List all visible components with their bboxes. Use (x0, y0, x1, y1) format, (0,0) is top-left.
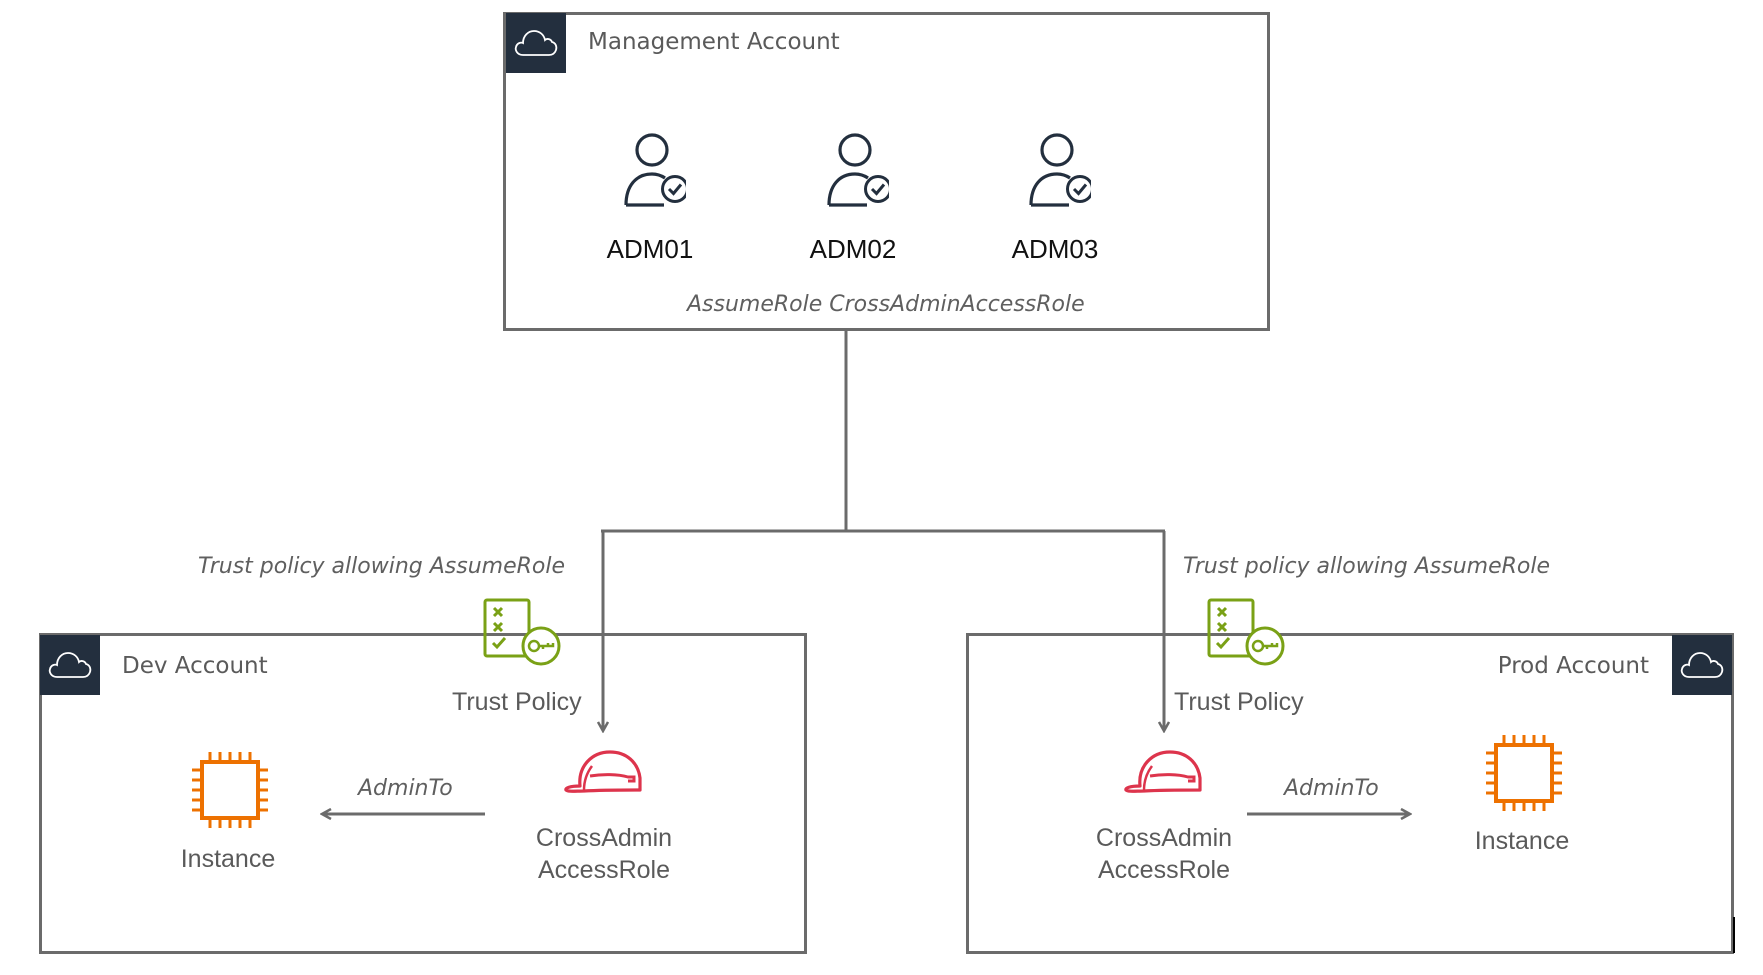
user-icon (827, 133, 889, 207)
ec2-instance-icon (1486, 735, 1562, 811)
dev-instance-label: Instance (180, 845, 276, 873)
dev-account-title: Dev Account (122, 653, 268, 679)
dev-trust-caption: Trust policy allowing AssumeRole (198, 554, 566, 579)
role-helmet-icon (1124, 750, 1202, 793)
role-label-line1: CrossAdmin (1095, 824, 1233, 852)
prod-trust-caption: Trust policy allowing AssumeRole (1183, 554, 1551, 579)
dev-role-label: CrossAdmin AccessRole (524, 822, 684, 886)
dev-adminto-label: AdminTo (358, 776, 453, 801)
user-label: ADM03 (1011, 234, 1099, 264)
dev-trust-policy-label: Trust Policy (452, 688, 582, 716)
user-icon (624, 133, 686, 207)
edge-artifact (1733, 917, 1735, 953)
trust-policy-icon (483, 598, 561, 666)
ec2-instance-icon (192, 752, 268, 828)
prod-role-label: CrossAdmin AccessRole (1084, 822, 1244, 886)
management-account-title: Management Account (588, 29, 840, 55)
user-label: ADM01 (606, 234, 694, 264)
management-account-tile (506, 13, 566, 73)
cloud-icon (514, 30, 558, 56)
user-label: ADM02 (809, 234, 897, 264)
dev-account-group (39, 633, 807, 954)
role-helmet-icon (564, 750, 642, 793)
management-account-group (503, 12, 1270, 331)
cloud-icon (48, 652, 92, 678)
prod-account-title: Prod Account (1497, 653, 1649, 679)
role-label-line2: AccessRole (538, 856, 670, 884)
trust-policy-icon (1207, 598, 1285, 666)
prod-account-tile (1672, 635, 1732, 695)
user-icon (1029, 133, 1091, 207)
prod-account-group (966, 633, 1734, 954)
prod-instance-label: Instance (1474, 827, 1570, 855)
role-label-line2: AccessRole (1098, 856, 1230, 884)
prod-adminto-label: AdminTo (1284, 776, 1379, 801)
role-label-line1: CrossAdmin (535, 824, 673, 852)
assume-role-label: AssumeRole CrossAdminAccessRole (687, 292, 1085, 317)
prod-trust-policy-label: Trust Policy (1174, 688, 1304, 716)
cloud-icon (1680, 652, 1724, 678)
dev-account-tile (40, 635, 100, 695)
